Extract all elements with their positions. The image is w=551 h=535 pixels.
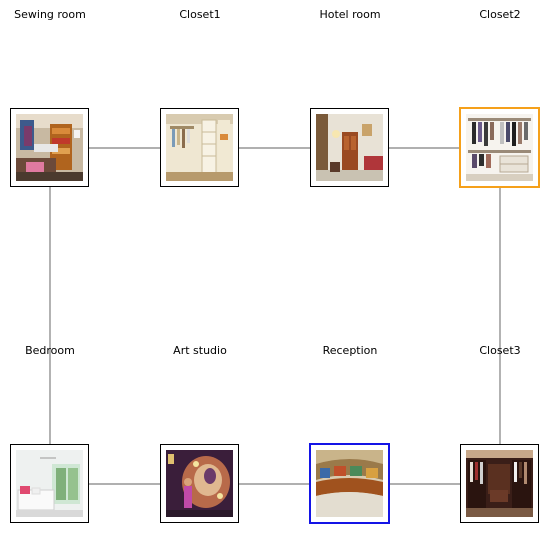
hotel-room-image [316, 114, 383, 181]
node-closet1[interactable] [160, 108, 239, 187]
node-bedroom[interactable] [10, 444, 89, 523]
label-closet2: Closet2 [479, 8, 521, 21]
node-closet3[interactable] [460, 444, 539, 523]
art-studio-image [166, 450, 233, 517]
node-sewing-room[interactable] [10, 108, 89, 187]
closet3-image [466, 450, 533, 517]
node-hotel-room[interactable] [310, 108, 389, 187]
bedroom-image [16, 450, 83, 517]
label-bedroom: Bedroom [25, 344, 75, 357]
node-reception[interactable] [309, 443, 390, 524]
label-closet1: Closet1 [179, 8, 221, 21]
closet2-image [466, 114, 533, 181]
sewing-room-image [16, 114, 83, 181]
label-closet3: Closet3 [479, 344, 521, 357]
label-sewing-room: Sewing room [14, 8, 86, 21]
reception-image [316, 450, 383, 517]
node-closet2[interactable] [459, 107, 540, 188]
label-reception: Reception [322, 344, 378, 357]
label-art-studio: Art studio [173, 344, 227, 357]
node-art-studio[interactable] [160, 444, 239, 523]
closet1-image [166, 114, 233, 181]
label-hotel-room: Hotel room [319, 8, 381, 21]
